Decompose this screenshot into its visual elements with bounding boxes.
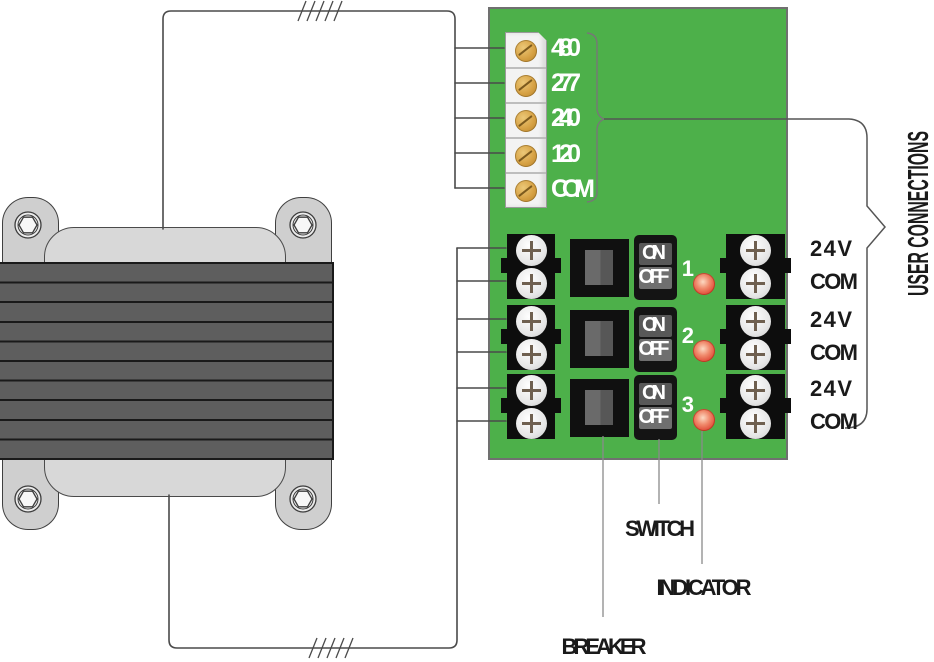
input-terminal-screw-480	[515, 39, 537, 62]
terminal-screw	[740, 235, 771, 266]
output-terminal-label: 24V	[810, 307, 852, 332]
wire-bundle-hatch-bottom	[308, 637, 354, 659]
switch-off-button	[639, 339, 672, 361]
breaker-callout-label: BREAKER	[562, 634, 647, 659]
switch-3	[634, 375, 677, 440]
output-terminal-label: 24V	[810, 376, 852, 401]
wire-bundle-hatch-top	[297, 0, 343, 22]
switch-callout-label: SWITCH	[625, 516, 695, 541]
output-terminal-label: 24V	[810, 236, 852, 261]
breaker-button	[585, 250, 613, 285]
input-terminal-screw-277	[515, 74, 537, 97]
secondary-terminal-block-1	[501, 234, 561, 299]
output-terminal-block-2	[720, 305, 791, 370]
breaker-1	[570, 239, 629, 297]
breaker-3	[570, 379, 629, 437]
core-laminations	[0, 262, 334, 460]
switch-off-button	[639, 267, 672, 289]
terminal-separator	[506, 101, 546, 104]
indicator-led-2	[693, 340, 715, 362]
output-terminal-block-3	[720, 374, 791, 439]
input-terminal-screw-120	[515, 145, 537, 168]
secondary-terminal-block-3	[501, 374, 561, 439]
switch-2	[634, 307, 677, 372]
breaker-button	[585, 390, 613, 425]
indicator-led-1	[693, 273, 715, 295]
output-terminal-label: COM	[810, 269, 858, 294]
switch-on-button	[639, 243, 672, 265]
terminal-screw	[740, 268, 771, 299]
terminal-separator	[506, 136, 546, 139]
terminal-screw	[740, 339, 771, 370]
terminal-screw	[740, 306, 771, 337]
breaker-button	[585, 321, 613, 356]
switch-off-button	[639, 407, 672, 429]
indicator-callout-label: INDICATOR	[657, 575, 752, 600]
terminal-screw	[740, 408, 771, 439]
terminal-screw	[516, 306, 547, 337]
switch-1	[634, 235, 677, 300]
terminal-screw	[516, 268, 547, 299]
user-connections-label: USER CONNECTIONS	[903, 131, 934, 296]
terminal-screw	[740, 375, 771, 406]
switch-on-button	[639, 315, 672, 337]
terminal-screw	[516, 235, 547, 266]
terminal-screw	[516, 375, 547, 406]
secondary-terminal-block-2	[501, 305, 561, 370]
circuit-board	[488, 7, 791, 460]
terminal-separator	[506, 172, 546, 175]
input-terminal-screw-240	[515, 110, 537, 132]
breaker-2	[570, 310, 629, 368]
output-terminal-block-1	[720, 234, 791, 299]
terminal-screw	[516, 408, 547, 439]
switch-on-button	[639, 383, 672, 405]
input-terminal-screw-com	[515, 180, 537, 203]
terminal-screw	[516, 339, 547, 370]
output-terminal-label: COM	[810, 409, 858, 434]
indicator-led-3	[693, 409, 715, 431]
output-terminal-label: COM	[810, 340, 858, 365]
terminal-separator	[506, 66, 546, 69]
input-terminal-block	[505, 32, 547, 208]
